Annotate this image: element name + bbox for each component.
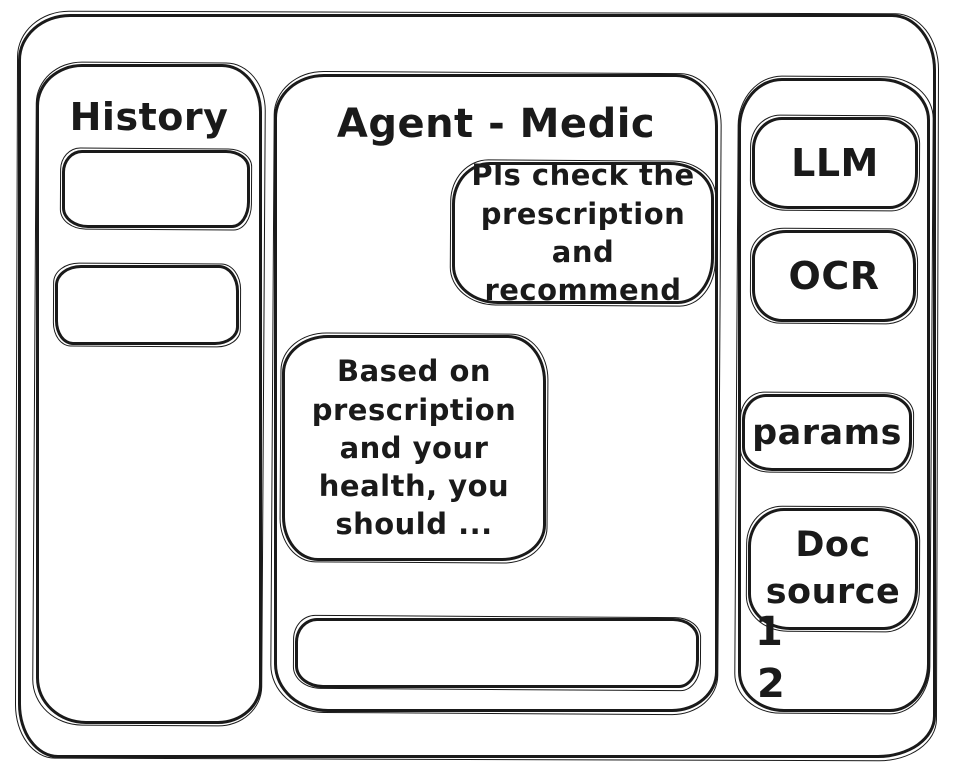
tools-panel: LLM OCR params Doc source 1 2	[738, 78, 930, 712]
history-item[interactable]	[62, 150, 250, 228]
doc-source-button[interactable]: Doc source	[748, 508, 918, 630]
history-item[interactable]	[55, 265, 239, 345]
params-button[interactable]: params	[742, 394, 912, 471]
history-title: History	[69, 95, 229, 139]
assistant-message-bubble: Based on prescription and your health, y…	[282, 335, 546, 561]
doc-source-item-2[interactable]: 2	[757, 661, 786, 707]
user-message-bubble: Pls check the prescription and recommend	[452, 158, 714, 307]
history-panel: History	[36, 64, 262, 724]
ocr-button[interactable]: OCR	[752, 230, 916, 322]
chat-input[interactable]	[295, 618, 699, 688]
doc-source-item-1[interactable]: 1	[755, 609, 784, 655]
chat-panel: Agent - Medic Pls check the prescription…	[274, 74, 718, 712]
chat-title: Agent - Medic	[336, 101, 656, 147]
llm-button[interactable]: LLM	[752, 117, 918, 209]
app-frame: History Agent - Medic Pls check the pres…	[18, 14, 936, 758]
